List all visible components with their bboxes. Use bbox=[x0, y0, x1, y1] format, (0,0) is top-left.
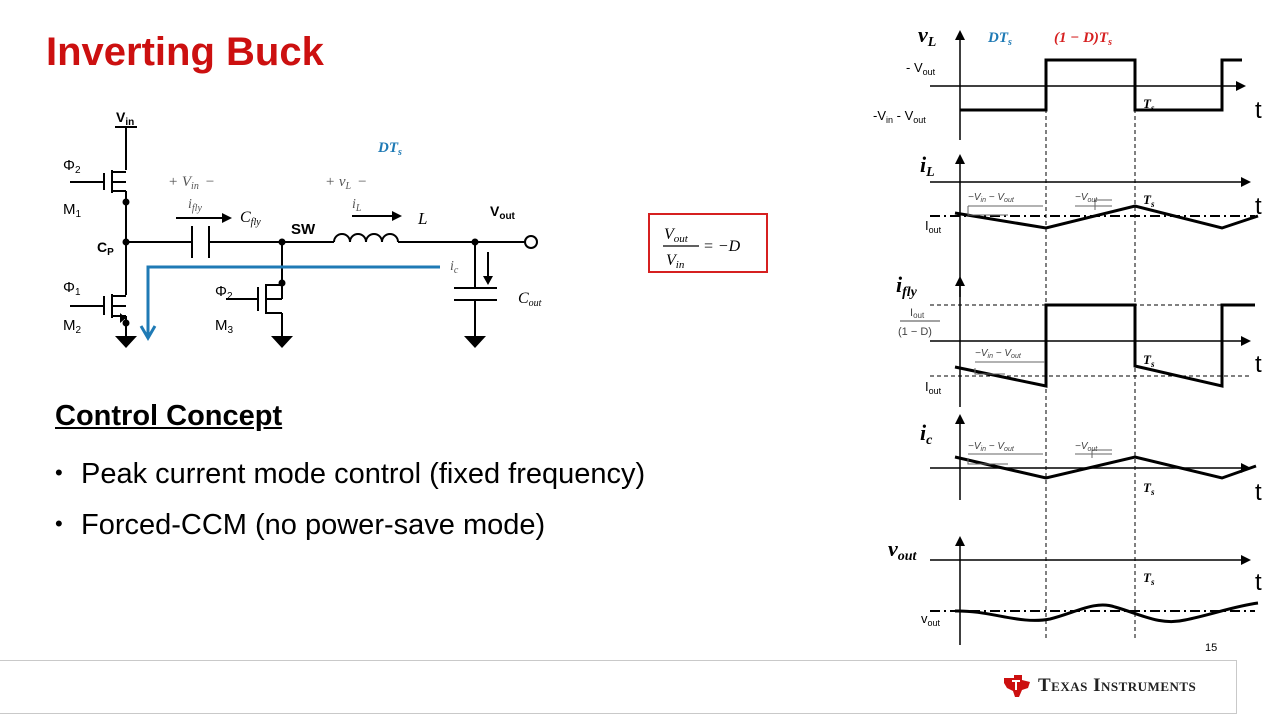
cout-label: Cout bbox=[518, 290, 542, 309]
ic-label: ic bbox=[450, 259, 459, 276]
footer-bar bbox=[0, 660, 1237, 714]
ifly-level: Iout bbox=[925, 379, 942, 396]
inductor-label: L bbox=[417, 209, 427, 228]
cfly-label: Cfly bbox=[240, 209, 261, 228]
phi2-label-m1: Φ2 bbox=[63, 157, 81, 176]
il-level: Iout bbox=[925, 218, 942, 235]
cp-label: CP bbox=[97, 239, 114, 258]
equation-rhs: = −D bbox=[703, 238, 741, 255]
vl-high-level: - Vout bbox=[906, 60, 936, 77]
ifly-frac-num: Iout bbox=[910, 307, 925, 320]
equation-numerator: Vout bbox=[664, 226, 689, 245]
vout-t-axis: t bbox=[1255, 569, 1262, 596]
inverting-buck-schematic: Vin Φ2 M1 CP Φ1 M2 Φ2 M3 Cfly SW L Vout … bbox=[63, 109, 542, 348]
ic-t-axis: t bbox=[1255, 479, 1262, 506]
ifly-t-axis: t bbox=[1255, 351, 1262, 378]
slide-title: Inverting Buck bbox=[46, 30, 324, 74]
vl-low-level: -Vin - Vout bbox=[873, 108, 926, 125]
header-dts: DTs bbox=[987, 30, 1012, 48]
phi2-label-m3: Φ2 bbox=[215, 283, 233, 302]
vout-ts: Ts bbox=[1143, 570, 1155, 587]
ic-slope-down: −Vin − Vout bbox=[968, 441, 1015, 453]
il-ts: Ts bbox=[1143, 192, 1155, 209]
ic-axis-label: ic bbox=[920, 420, 933, 448]
sw-label: SW bbox=[291, 221, 316, 238]
m3-label: M3 bbox=[215, 317, 234, 336]
ic-ts: Ts bbox=[1143, 480, 1155, 497]
il-t-axis: t bbox=[1255, 193, 1262, 220]
il-axis-label: iL bbox=[920, 152, 935, 180]
equation-denominator: Vin bbox=[666, 252, 685, 271]
m2-label: M2 bbox=[63, 317, 82, 336]
ti-state-icon bbox=[1004, 675, 1030, 697]
il-label: iL bbox=[352, 197, 362, 214]
control-concept-list: •Peak current mode control (fixed freque… bbox=[55, 448, 645, 550]
texas-instruments-logo: Texas Instruments bbox=[1002, 674, 1196, 698]
ifly-frac-den: (1 − D) bbox=[898, 326, 932, 338]
vl-axis-label: vL bbox=[918, 22, 936, 50]
vl-ts: Ts bbox=[1143, 96, 1155, 113]
dts-label: DTs bbox=[377, 140, 402, 158]
logo-text: Texas Instruments bbox=[1038, 675, 1197, 696]
vout-label: Vout bbox=[490, 203, 516, 222]
control-concept-heading: Control Concept bbox=[55, 400, 283, 432]
il-slope-down: −Vin − Vout bbox=[968, 192, 1015, 204]
m1-label: M1 bbox=[63, 201, 82, 220]
header-one-minus-d: (1 − D)Ts bbox=[1054, 30, 1112, 48]
vin-polarity: + Vin− bbox=[168, 174, 215, 192]
vl-t-axis: t bbox=[1255, 97, 1262, 124]
ifly-slope-down: −Vin − Vout bbox=[975, 348, 1022, 360]
il-slope-up: −Vout bbox=[1075, 192, 1098, 204]
vout-level: vout bbox=[921, 611, 941, 628]
ifly-ts: Ts bbox=[1143, 352, 1155, 369]
phi1-label: Φ1 bbox=[63, 279, 81, 298]
page-number: 15 bbox=[1205, 642, 1218, 654]
ifly-label: ifly bbox=[188, 197, 202, 214]
waveform-panel: DTs (1 − D)Ts −Vin − V bbox=[873, 22, 1262, 645]
vl-polarity: + vL− bbox=[325, 174, 367, 192]
ic-slope-up: −Vout bbox=[1075, 441, 1098, 453]
gain-equation-box: Vout Vin = −D bbox=[648, 213, 768, 273]
vin-label: Vin bbox=[116, 109, 134, 128]
ifly-axis-label: ifly bbox=[896, 272, 918, 300]
list-item: •Forced-CCM (no power-save mode) bbox=[55, 509, 546, 541]
vout-axis-label: vout bbox=[888, 536, 918, 564]
list-item: •Peak current mode control (fixed freque… bbox=[55, 458, 646, 490]
